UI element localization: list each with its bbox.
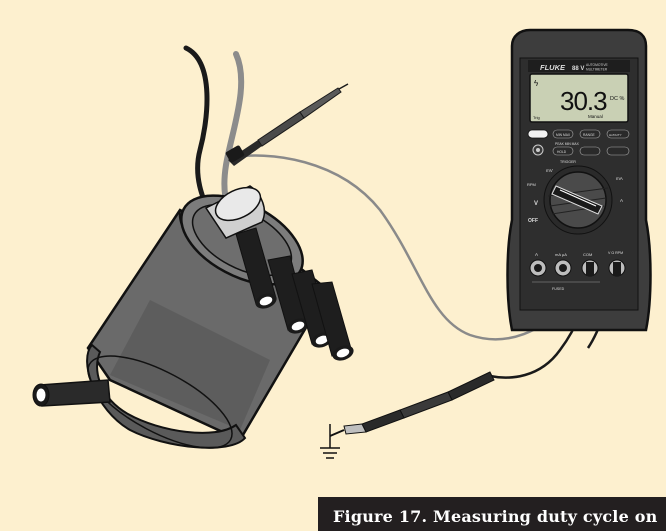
ignition-coil bbox=[33, 177, 356, 466]
backlight-button[interactable] bbox=[528, 130, 548, 138]
lcd-flag: Trig bbox=[533, 115, 540, 120]
svg-text:RANGE: RANGE bbox=[583, 133, 596, 137]
jack-label-com: COM bbox=[583, 252, 592, 257]
coil-side-terminal bbox=[33, 380, 110, 406]
rel-button[interactable] bbox=[580, 147, 600, 155]
figure-caption-box: Figure 17. Measuring duty cycle on bbox=[318, 497, 666, 531]
dial-label-v: V bbox=[534, 201, 538, 207]
dial-label-mv: mV bbox=[546, 168, 553, 173]
lcd-unit: DC % bbox=[610, 96, 624, 102]
figure-caption: Figure 17. Measuring duty cycle on bbox=[333, 507, 657, 526]
jack-a[interactable] bbox=[530, 260, 546, 276]
jack-label-ma: mA µA bbox=[555, 252, 567, 257]
lcd-value: 30.3 bbox=[560, 86, 607, 116]
meter-brand: FLUKE bbox=[540, 63, 566, 72]
dial-label-off: OFF bbox=[528, 218, 538, 224]
jack-label-v: V Ω RPM bbox=[608, 251, 623, 255]
multimeter: FLUKE 88 V AUTOMOTIVE MULTIMETER ϟ 30.3 … bbox=[508, 30, 651, 330]
ground-icon bbox=[320, 424, 340, 458]
jack-ma[interactable] bbox=[555, 260, 571, 276]
meter-subtitle-2: MULTIMETER bbox=[586, 68, 608, 72]
jack-label-a: A bbox=[535, 252, 538, 257]
dial-label-rpm: RPM bbox=[527, 182, 536, 187]
svg-text:TRIGGER: TRIGGER bbox=[560, 160, 576, 164]
fuse-label: FUSED bbox=[552, 287, 565, 291]
svg-text:PEAK MIN MAX: PEAK MIN MAX bbox=[555, 142, 580, 146]
dial-label-ma: mA bbox=[616, 176, 623, 181]
meter-subtitle-1: AUTOMOTIVE bbox=[586, 63, 609, 67]
meter-model: 88 V bbox=[572, 66, 584, 72]
rotary-dial[interactable] bbox=[544, 166, 612, 234]
aux-button[interactable] bbox=[607, 147, 629, 155]
svg-text:HOLD: HOLD bbox=[557, 150, 567, 154]
lcd-mode: Manual bbox=[588, 114, 603, 119]
svg-text:MIN MAX: MIN MAX bbox=[556, 133, 571, 137]
svg-text:Hz/DUTY: Hz/DUTY bbox=[609, 133, 622, 137]
dial-label-a: A bbox=[620, 198, 623, 203]
